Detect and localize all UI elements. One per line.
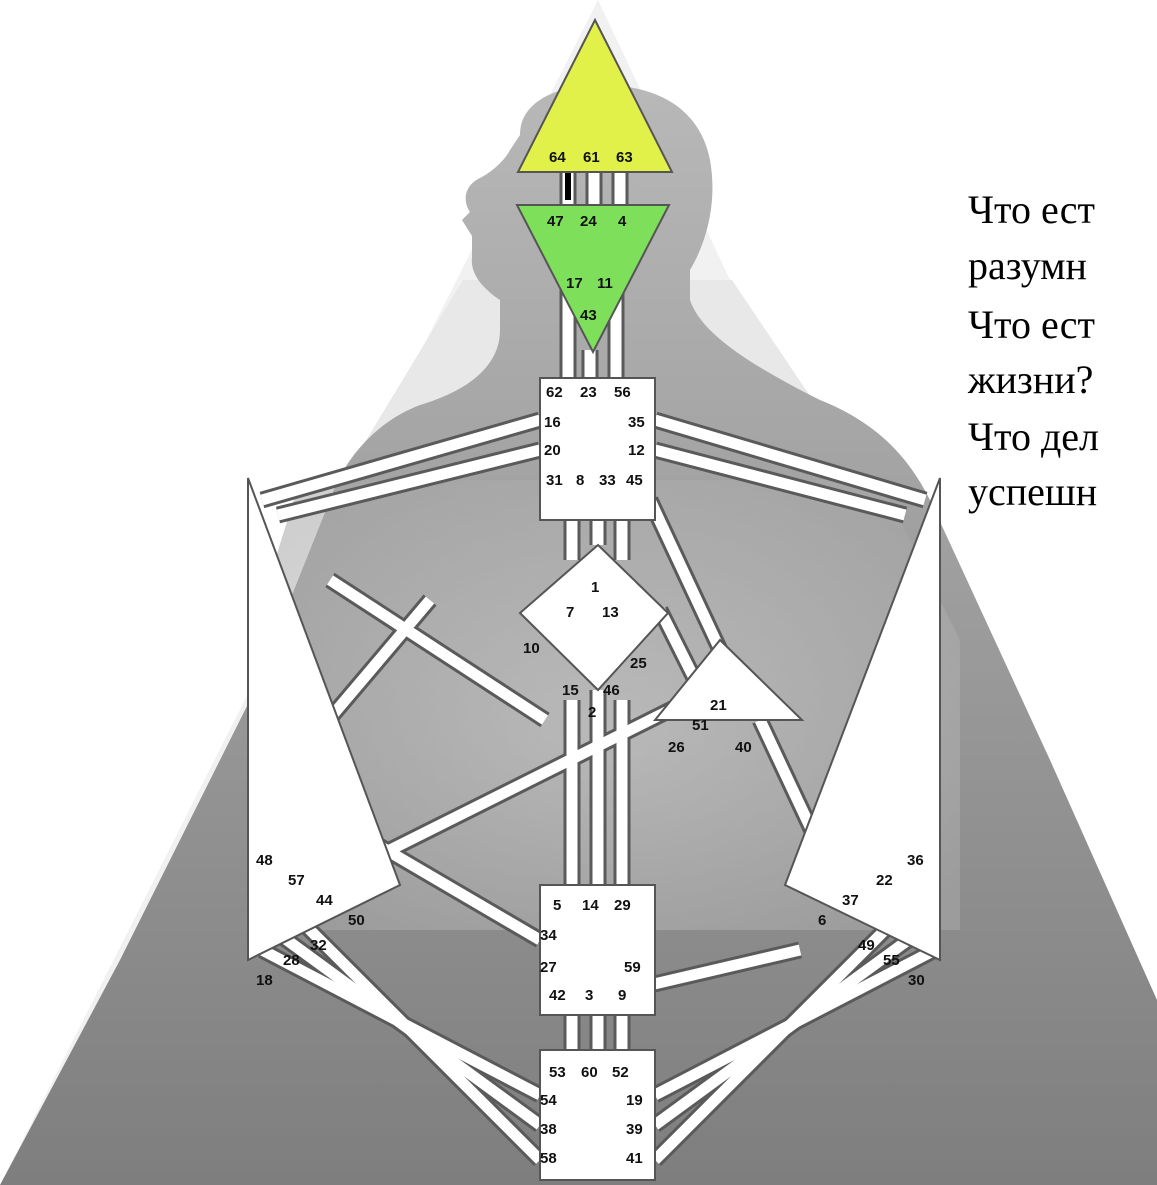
gate-label: 25 [630, 655, 647, 672]
gate-label: 20 [544, 442, 561, 459]
gate-label: 53 [549, 1064, 566, 1081]
gate-label: 13 [602, 604, 619, 621]
gate-label: 22 [876, 872, 893, 889]
gate-label: 64 [549, 149, 566, 166]
g-center-gates: 1 7 13 10 25 15 46 2 [523, 579, 647, 721]
gate-label: 52 [612, 1064, 629, 1081]
gate-label: 32 [310, 937, 327, 954]
spleen-center [247, 477, 402, 962]
gate-label: 5 [553, 897, 561, 914]
gate-label: 27 [540, 959, 557, 976]
gate-label: 9 [618, 987, 626, 1004]
gate-label: 11 [597, 275, 613, 292]
head-gates: 64 61 63 [549, 149, 633, 166]
gate-label: 62 [546, 384, 563, 401]
gate-label: 17 [566, 275, 583, 292]
throat-center [539, 377, 656, 521]
solar-plexus-gates: 36 22 37 6 49 55 30 [818, 852, 925, 989]
gate-label: 57 [288, 872, 305, 889]
gate-label: 60 [581, 1064, 598, 1081]
question-line: жизни? [968, 357, 1094, 402]
throat-gates: 62 23 56 16 35 20 12 31 8 33 45 [544, 384, 645, 489]
gate-label: 61 [583, 149, 600, 166]
question-line: Что ест [968, 302, 1095, 347]
gate-label: 31 [546, 472, 563, 489]
head-center [516, 17, 674, 173]
gate-label: 3 [585, 987, 593, 1004]
gate-label: 24 [580, 213, 597, 230]
ajna-gates: 47 24 4 17 11 43 [547, 213, 627, 324]
gate-label: 56 [614, 384, 631, 401]
gate-label: 38 [540, 1121, 557, 1138]
channels [258, 172, 939, 1167]
gate-label: 37 [842, 892, 859, 909]
gate-label: 14 [582, 897, 599, 914]
gate-label: 47 [547, 213, 564, 230]
gate-label: 48 [256, 852, 273, 869]
question-line: разумн [968, 243, 1087, 288]
sacral-center [539, 884, 656, 1016]
gate-label: 36 [907, 852, 924, 869]
gate-label: 33 [599, 472, 616, 489]
gate-label: 59 [624, 959, 641, 976]
gate-label: 23 [580, 384, 597, 401]
gate-label: 44 [316, 892, 333, 909]
gate-label: 50 [348, 912, 365, 929]
gate-label: 29 [614, 897, 631, 914]
gate-label: 1 [591, 579, 599, 596]
solar-plexus-center [783, 477, 941, 962]
gate-label: 43 [580, 307, 597, 324]
gate-label: 16 [544, 414, 561, 431]
heart-center [652, 638, 805, 721]
gate-label: 40 [735, 739, 752, 756]
question-line: успешн [968, 469, 1098, 514]
gate-label: 35 [628, 414, 645, 431]
gate-label: 4 [618, 213, 627, 230]
spleen-gates: 48 57 44 50 32 28 18 [256, 852, 365, 989]
gate-label: 41 [626, 1150, 643, 1167]
question-line: Что ест [968, 187, 1095, 232]
gate-label: 26 [668, 739, 685, 756]
root-center [539, 1049, 656, 1181]
ajna-center [515, 204, 671, 355]
gate-label: 19 [626, 1092, 643, 1109]
gate-label: 10 [523, 640, 540, 657]
sacral-gates: 5 14 29 34 27 59 42 3 9 [540, 897, 641, 1004]
gate-label: 8 [576, 472, 584, 489]
gate-label: 15 [562, 682, 579, 699]
gate-label: 49 [858, 937, 875, 954]
gate-label: 63 [616, 149, 633, 166]
gate-label: 39 [626, 1121, 643, 1138]
heart-gates: 21 51 26 40 [668, 697, 752, 756]
gate-label: 2 [588, 704, 596, 721]
gate-label: 28 [283, 952, 300, 969]
gate-label: 7 [566, 604, 574, 621]
gate-label: 54 [540, 1092, 557, 1109]
root-gates: 53 60 52 54 19 38 39 58 41 [540, 1064, 643, 1167]
gate-label: 12 [628, 442, 645, 459]
gate-label: 45 [626, 472, 643, 489]
gate-label: 42 [549, 987, 566, 1004]
gate-label: 34 [540, 927, 557, 944]
gate-label: 51 [692, 717, 709, 734]
g-center [518, 543, 670, 692]
gate-label: 30 [908, 972, 925, 989]
gate-label: 58 [540, 1150, 557, 1167]
gate-label: 6 [818, 912, 826, 929]
gate-label: 21 [710, 697, 727, 714]
question-line: Что дел [968, 414, 1100, 459]
gate-label: 55 [883, 952, 900, 969]
gate-label: 46 [603, 682, 620, 699]
gate-label: 18 [256, 972, 273, 989]
